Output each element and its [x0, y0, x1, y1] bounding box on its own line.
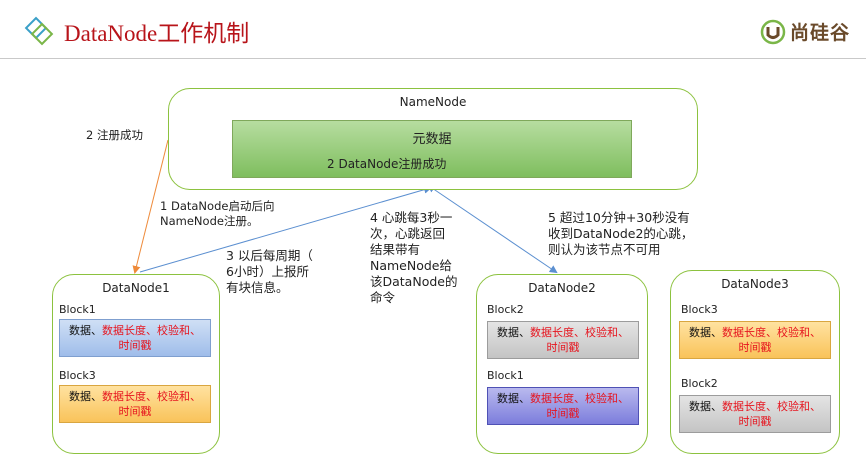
block-label: Block2 — [487, 303, 524, 316]
namenode-label: NameNode — [399, 95, 467, 109]
note-register-success: 2 注册成功 — [86, 128, 143, 142]
block-label: Block1 — [59, 303, 96, 316]
block-label: Block3 — [59, 369, 96, 382]
block-info: 数据、数据长度、校验和、 时间戳 — [679, 395, 831, 433]
note-periodic-report: 3 以后每周期（6小时）上报所有块信息。 — [226, 248, 313, 295]
header-divider — [0, 58, 866, 59]
datanode1-box: DataNode1 Block1 数据、数据长度、校验和、 时间戳 Block3… — [52, 274, 220, 454]
metadata-box: 元数据 2 DataNode注册成功 — [232, 120, 632, 178]
brand-name: 尚硅谷 — [789, 22, 850, 44]
block-info: 数据、数据长度、校验和、 时间戳 — [59, 319, 211, 357]
datanode2-box: DataNode2 Block2 数据、数据长度、校验和、 时间戳 Block1… — [476, 274, 648, 454]
note-heartbeat: 4 心跳每3秒一次，心跳返回结果带有 NameNode给该DataNode的命令 — [370, 210, 458, 305]
brand-logo: 尚硅谷 — [760, 18, 850, 45]
datanode1-label: DataNode1 — [102, 281, 170, 295]
datanode2-label: DataNode2 — [528, 281, 596, 295]
diamond-logo-icon — [24, 16, 54, 46]
block-info: 数据、数据长度、校验和、 时间戳 — [487, 387, 639, 425]
block-info: 数据、数据长度、校验和、 时间戳 — [487, 321, 639, 359]
heartbeat-arrow — [427, 184, 558, 274]
block-info: 数据、数据长度、校验和、 时间戳 — [679, 321, 831, 359]
block-info: 数据、数据长度、校验和、 时间戳 — [59, 385, 211, 423]
metadata-subtitle: 2 DataNode注册成功 — [327, 157, 447, 171]
register-arrow — [132, 139, 169, 274]
report-arrow — [139, 185, 432, 273]
datanode3-box: DataNode3 Block3 数据、数据长度、校验和、 时间戳 Block2… — [670, 270, 840, 454]
note-timeout: 5 超过10分钟+30秒没有收到DataNode2的心跳，则认为该节点不可用 — [548, 210, 694, 257]
metadata-title: 元数据 — [412, 132, 452, 147]
block-label: Block3 — [681, 303, 718, 316]
block-label: Block1 — [487, 369, 524, 382]
datanode3-label: DataNode3 — [721, 277, 789, 291]
shangguigu-logo-icon — [760, 19, 786, 44]
page-title: DataNode工作机制 — [64, 21, 250, 47]
block-label: Block2 — [681, 377, 718, 390]
